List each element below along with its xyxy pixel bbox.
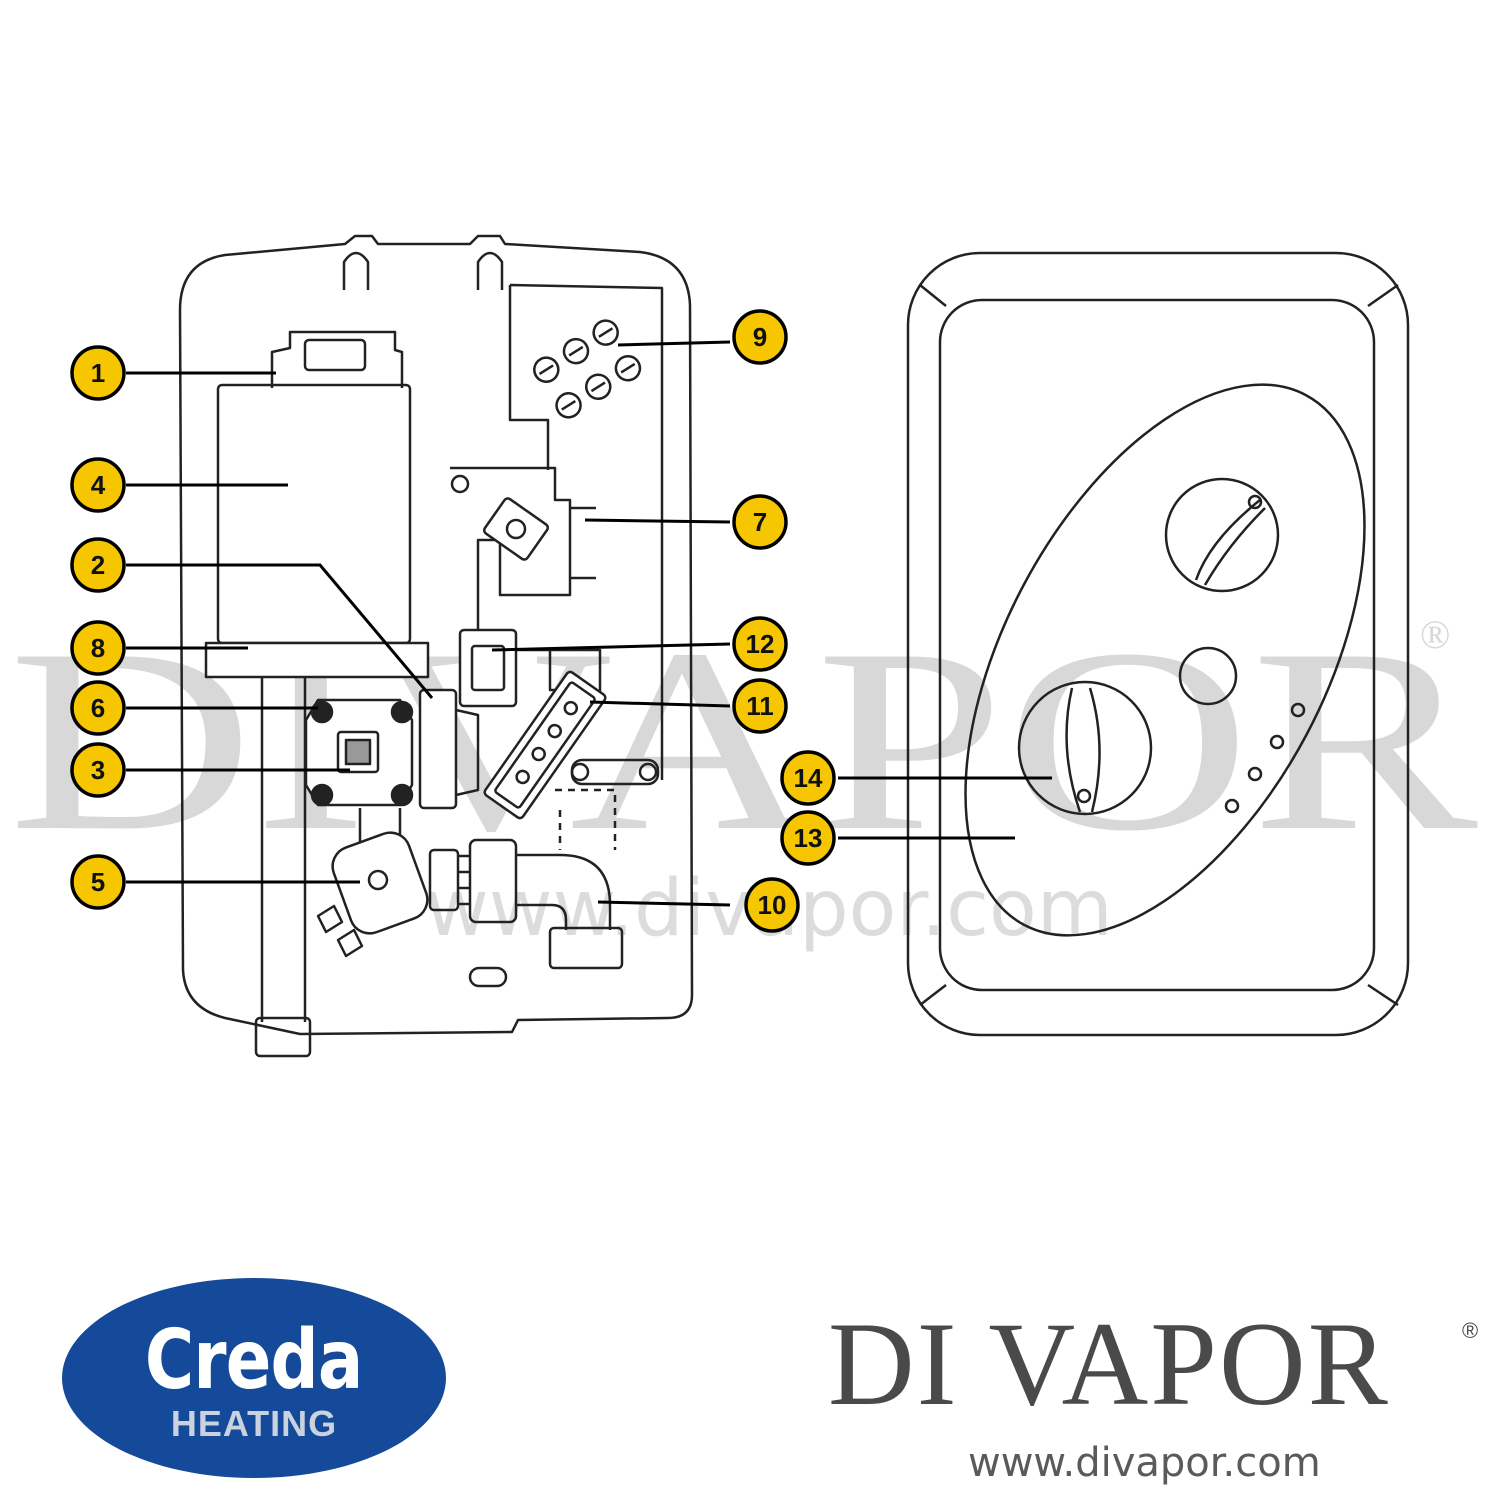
svg-text:3: 3 bbox=[91, 755, 105, 785]
creda-heating-logo: Creda HEATING bbox=[62, 1278, 446, 1478]
leader-12 bbox=[491, 642, 731, 652]
can-top-box bbox=[303, 338, 367, 372]
solenoid-screw bbox=[367, 869, 389, 891]
callout-2: 2 bbox=[70, 537, 126, 593]
mount-hole-right bbox=[476, 251, 504, 290]
thermal-cutout-hole bbox=[450, 474, 470, 494]
backplate bbox=[178, 234, 694, 1036]
status-led-4 bbox=[1224, 798, 1240, 814]
creda-logo-name: Creda bbox=[145, 1313, 363, 1408]
svg-text:13: 13 bbox=[794, 823, 823, 853]
cover-inner bbox=[938, 298, 1376, 992]
inlet-coupling bbox=[468, 838, 518, 924]
svg-text:12: 12 bbox=[746, 629, 775, 659]
terminal-housing bbox=[508, 283, 664, 780]
svg-text:1: 1 bbox=[91, 358, 105, 388]
flow-valve-tube bbox=[455, 708, 480, 797]
relief-inner bbox=[336, 730, 380, 774]
callout-3: 3 bbox=[70, 742, 126, 798]
svg-text:11: 11 bbox=[746, 691, 774, 721]
callout-5: 5 bbox=[70, 854, 126, 910]
callout-8: 8 bbox=[70, 620, 126, 676]
status-led-3 bbox=[1247, 766, 1263, 782]
callout-10: 10 bbox=[744, 877, 800, 933]
thermal-cutout-pins bbox=[570, 506, 596, 580]
power-knob bbox=[1164, 477, 1280, 593]
leader-lines bbox=[126, 340, 1052, 907]
inlet-nut bbox=[428, 848, 460, 912]
callout-11: 11 bbox=[732, 678, 788, 734]
control-panel-oval bbox=[964, 383, 1366, 937]
callout-13: 13 bbox=[780, 810, 836, 866]
elbow-alt bbox=[555, 788, 617, 850]
svg-text:4: 4 bbox=[91, 470, 106, 500]
element-mount-hole-a bbox=[570, 762, 590, 782]
cover-outer bbox=[906, 251, 1410, 1037]
mount-hole-left bbox=[342, 251, 370, 290]
leader-2 bbox=[126, 563, 434, 699]
solenoid-body bbox=[331, 831, 429, 935]
status-led-1 bbox=[1290, 702, 1306, 718]
indicator-light bbox=[1178, 646, 1238, 706]
svg-text:2: 2 bbox=[91, 550, 105, 580]
power-knob-grip bbox=[1194, 499, 1266, 586]
svg-text:10: 10 bbox=[758, 890, 787, 920]
outlet-nozzle bbox=[254, 1016, 312, 1058]
can-top-connector bbox=[270, 330, 404, 388]
leader-9 bbox=[617, 340, 731, 347]
thermal-cutout-switch bbox=[482, 497, 550, 561]
svg-text:8: 8 bbox=[91, 633, 105, 663]
pressure-switch bbox=[458, 628, 518, 708]
temperature-knob bbox=[1017, 680, 1153, 816]
front-cover bbox=[906, 251, 1410, 1037]
temperature-knob-grip bbox=[1065, 687, 1101, 813]
creda-logo-sub: HEATING bbox=[170, 1403, 338, 1444]
solenoid-terminals bbox=[316, 904, 364, 958]
flow-valve-body bbox=[418, 688, 458, 810]
svg-text:14: 14 bbox=[794, 763, 823, 793]
svg-text:5: 5 bbox=[91, 867, 105, 897]
power-knob-marker bbox=[1247, 494, 1263, 510]
callouts: 1 4 2 8 6 3 5 9 7 12 11 10 14 13 bbox=[70, 309, 836, 933]
thermal-cutout-terminal bbox=[505, 518, 527, 540]
callout-12: 12 bbox=[732, 616, 788, 672]
leader-11 bbox=[589, 700, 731, 708]
callout-9: 9 bbox=[732, 309, 788, 365]
element-mount-hole-b bbox=[638, 762, 658, 782]
watermark-reg: ® bbox=[1420, 612, 1450, 657]
divapor-logo-reg: ® bbox=[1462, 1318, 1479, 1343]
pressure-switch-window bbox=[470, 644, 506, 692]
inlet-threads bbox=[458, 854, 470, 906]
callout-6: 6 bbox=[70, 680, 126, 736]
temperature-knob-marker bbox=[1076, 788, 1092, 804]
thermal-cutout-bracket bbox=[450, 466, 572, 630]
elbow-nut bbox=[548, 926, 624, 970]
svg-text:9: 9 bbox=[753, 322, 767, 352]
relief-core bbox=[344, 738, 372, 766]
callout-14: 14 bbox=[780, 750, 836, 806]
leader-7 bbox=[584, 518, 731, 524]
divapor-url: www.divapor.com bbox=[968, 1440, 1321, 1486]
svg-text:7: 7 bbox=[753, 507, 767, 537]
shower-internals bbox=[178, 234, 694, 1058]
callout-4: 4 bbox=[70, 457, 126, 513]
svg-text:6: 6 bbox=[91, 693, 105, 723]
terminal-screws bbox=[533, 319, 642, 419]
leader-10 bbox=[597, 900, 731, 907]
status-led-2 bbox=[1269, 734, 1285, 750]
element-assembly bbox=[483, 670, 607, 820]
callout-1: 1 bbox=[70, 345, 126, 401]
callout-7: 7 bbox=[732, 494, 788, 550]
divapor-logo-text: DI VAPOR bbox=[828, 1297, 1390, 1430]
cover-bevel-corners bbox=[919, 283, 1399, 1007]
bottom-slot bbox=[468, 966, 508, 988]
